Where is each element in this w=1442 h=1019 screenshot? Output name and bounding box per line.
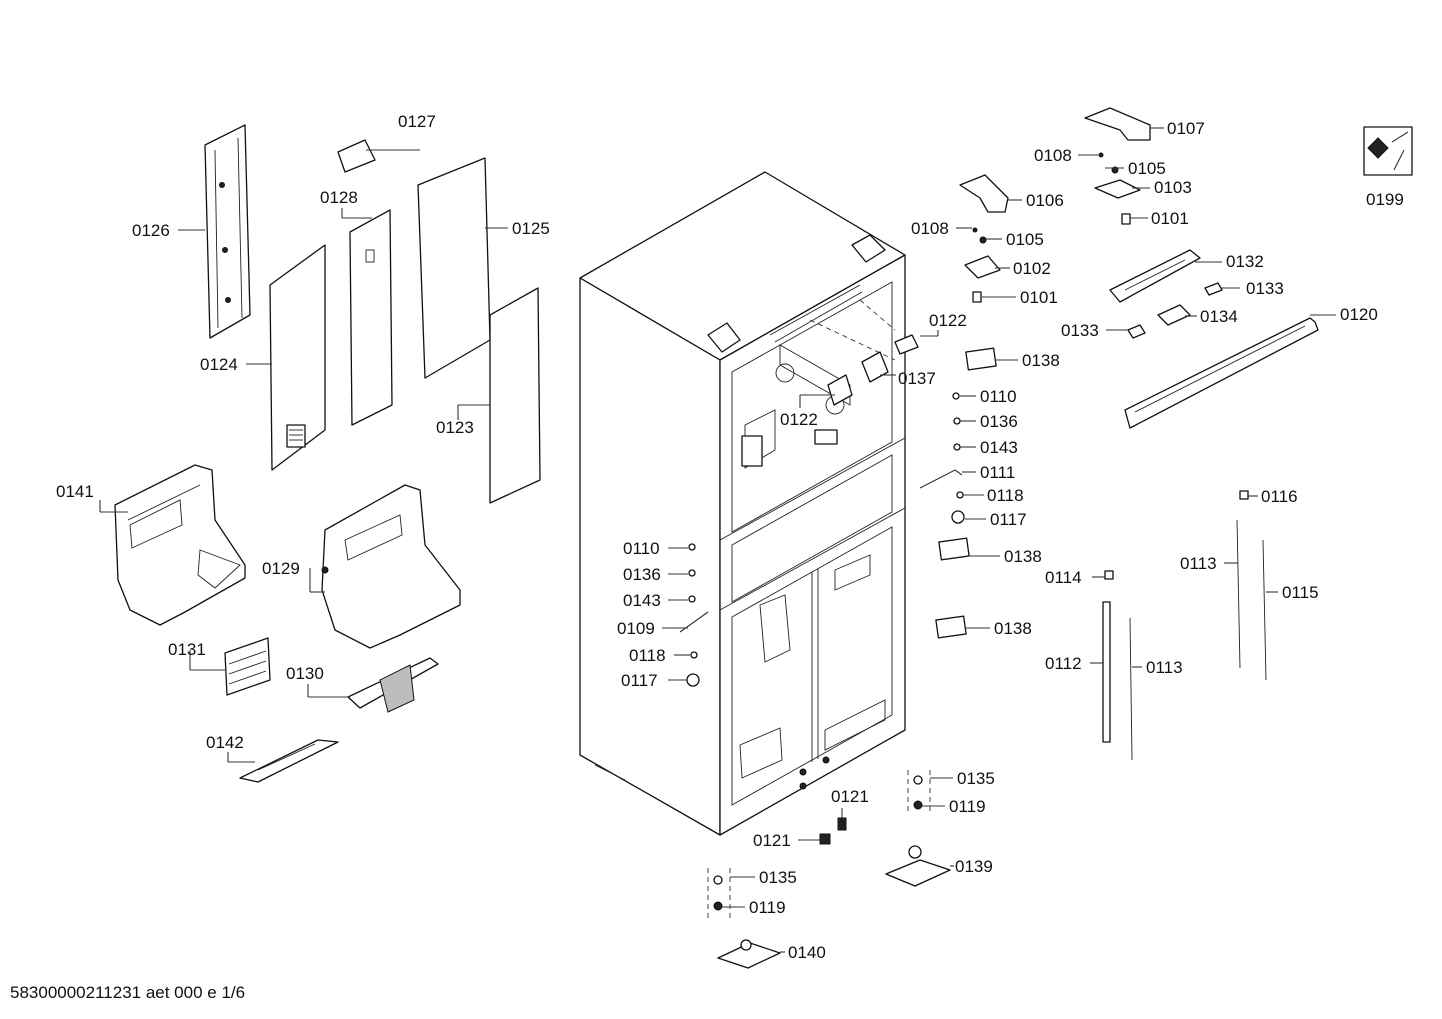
label-0139: 0139 — [955, 857, 993, 876]
part-0134-clip — [1157, 304, 1191, 326]
part-0130-damper — [347, 657, 439, 713]
part-0199-service-kit — [1363, 126, 1413, 176]
part-0133-pad — [1127, 282, 1223, 339]
label-0103: 0103 — [1154, 178, 1192, 197]
label-0132: 0132 — [1226, 252, 1264, 271]
part-0141-air-duct — [114, 464, 246, 626]
label-0123: 0123 — [436, 418, 474, 437]
part-0123-side-cover — [489, 287, 541, 504]
label-0118-right: 0118 — [987, 486, 1024, 505]
label-0122-left: 0122 — [780, 410, 818, 429]
part-0131-grille — [224, 637, 271, 696]
leader-lines — [99, 127, 1336, 953]
label-0127: 0127 — [398, 112, 436, 131]
label-0122-right: 0122 — [929, 311, 967, 330]
wrench-icon — [1367, 137, 1389, 159]
part-0128-insulation-panel — [349, 209, 393, 426]
small-parts-left-column — [679, 543, 709, 687]
label-0121-left: 0121 — [753, 831, 791, 850]
label-0136-left: 0136 — [623, 565, 661, 584]
label-0199: 0199 — [1366, 190, 1404, 209]
part-0127-cap — [337, 139, 376, 173]
label-0111: 0111 — [980, 463, 1015, 482]
label-0137: 0137 — [898, 369, 936, 388]
label-0119-left: 0119 — [749, 898, 786, 917]
label-0138-bottom: 0138 — [994, 619, 1032, 638]
part-0102-hinge — [964, 227, 1001, 303]
feet-and-hinges-bottom — [707, 770, 951, 969]
label-0135-right: 0135 — [957, 769, 995, 788]
label-0138-middle: 0138 — [1004, 547, 1042, 566]
label-0138-top: 0138 — [1022, 351, 1060, 370]
label-0128: 0128 — [320, 188, 358, 207]
label-0112: 0112 — [1045, 654, 1082, 673]
label-0133-right: 0133 — [1246, 279, 1284, 298]
label-0101-bottom: 0101 — [1020, 288, 1058, 307]
label-0110-left: 0110 — [623, 539, 660, 558]
label-0134: 0134 — [1200, 307, 1238, 326]
label-0117-left: 0117 — [621, 671, 658, 690]
part-0124-back-panel — [269, 244, 326, 471]
label-0133-left: 0133 — [1061, 321, 1099, 340]
label-0135-left: 0135 — [759, 868, 797, 887]
document-id-footer: 58300000211231 aet 000 e 1/6 — [10, 983, 245, 1002]
label-0126: 0126 — [132, 221, 170, 240]
label-0119-right: 0119 — [949, 797, 986, 816]
label-0130: 0130 — [286, 664, 324, 683]
label-0129: 0129 — [262, 559, 300, 578]
label-0125: 0125 — [512, 219, 550, 238]
label-0101-top: 0101 — [1151, 209, 1189, 228]
label-0105-bottom: 0105 — [1006, 230, 1044, 249]
part-0107-hinge-cover — [1084, 107, 1151, 141]
seal-strips-0112-0113-0115 — [1102, 519, 1267, 761]
part-0106-hinge-cover — [959, 174, 1009, 213]
door-handles-0138 — [935, 347, 997, 639]
label-0108-bottom: 0108 — [911, 219, 949, 238]
label-0108-top: 0108 — [1034, 146, 1072, 165]
part-labels: 0127 0128 0126 0125 0124 0123 0141 0129 … — [56, 112, 1404, 962]
small-parts-right-column — [919, 392, 1249, 580]
part-0126-side-bracket — [204, 124, 251, 339]
label-0117-right: 0117 — [990, 510, 1027, 529]
label-0115: 0115 — [1282, 583, 1319, 602]
part-0142-tray — [239, 739, 339, 783]
label-0106: 0106 — [1026, 191, 1064, 210]
label-0118-left: 0118 — [629, 646, 666, 665]
label-0116: 0116 — [1261, 487, 1298, 506]
label-0120: 0120 — [1340, 305, 1378, 324]
part-0103-hinge — [1094, 152, 1141, 225]
label-0110-right: 0110 — [980, 387, 1017, 406]
label-0121-right: 0121 — [831, 787, 869, 806]
label-0143-left: 0143 — [623, 591, 661, 610]
label-0102: 0102 — [1013, 259, 1051, 278]
label-0131: 0131 — [168, 640, 206, 659]
label-0143-right: 0143 — [980, 438, 1018, 457]
part-0120-trim-strip — [1124, 317, 1319, 429]
label-0142: 0142 — [206, 733, 244, 752]
part-0129-air-duct — [321, 484, 461, 649]
label-0113-left: 0113 — [1146, 658, 1183, 677]
label-0141: 0141 — [56, 482, 94, 501]
label-0113-right: 0113 — [1180, 554, 1217, 573]
label-0124: 0124 — [200, 355, 238, 374]
part-0125-side-panel — [417, 157, 491, 379]
label-0140: 0140 — [788, 943, 826, 962]
label-0136-right: 0136 — [980, 412, 1018, 431]
label-0107: 0107 — [1167, 119, 1205, 138]
refrigerator-cabinet — [579, 171, 919, 836]
label-0109: 0109 — [617, 619, 655, 638]
label-0105-top: 0105 — [1128, 159, 1166, 178]
part-0132-bracket — [1109, 249, 1201, 303]
label-0114: 0114 — [1045, 568, 1082, 587]
